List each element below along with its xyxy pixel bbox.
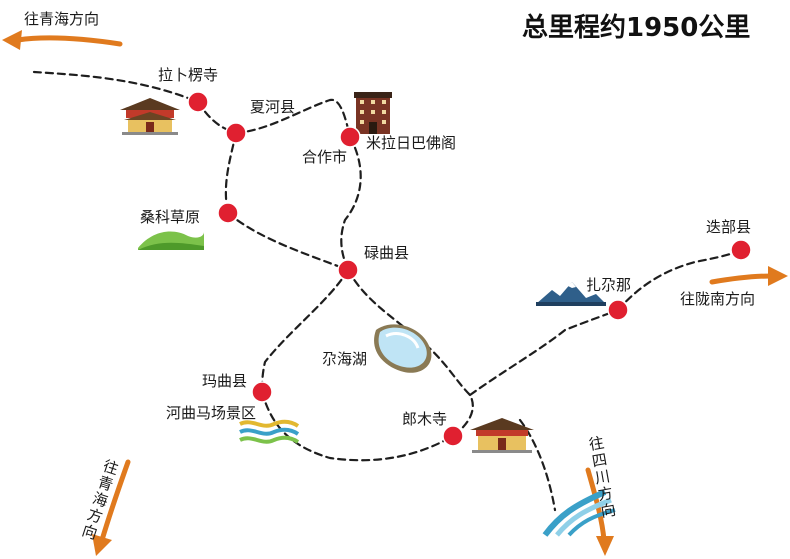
label-sangke: 桑科草原 (140, 208, 200, 226)
route-xiahe-sangke (224, 131, 238, 215)
label-milarepa: 米拉日巴佛阁 (366, 134, 456, 152)
arrowhead-qinghai-bottom (92, 534, 112, 556)
sichuan-char-4: 方 (596, 484, 614, 504)
label-labuleng: 拉卜楞寺 (158, 66, 218, 84)
map-title: 总里程约1950公里 (522, 12, 750, 43)
arrow-qinghai-top (15, 35, 123, 47)
label-qinghai-top: 往青海方向 (24, 10, 99, 28)
route-qinghai-labuleng (32, 70, 200, 104)
node-milarepa (339, 126, 361, 148)
qinghai-char-1: 往 (101, 457, 121, 479)
label-maqu: 玛曲县 (202, 372, 247, 390)
label-luqu: 碌曲县 (364, 244, 409, 262)
qinghai-char-4: 方 (85, 505, 105, 527)
route-nodes (187, 91, 752, 447)
sichuan-char-2: 四 (591, 450, 609, 470)
route-maqu-langmu (260, 390, 455, 462)
node-luqu (337, 259, 359, 281)
label-zhaerna: 扎尕那 (586, 276, 631, 294)
route-luqu-langmu (346, 268, 474, 438)
tower-icon (354, 92, 392, 134)
node-diebu (730, 239, 752, 261)
sichuan-char-5: 向 (599, 501, 617, 521)
label-diebu: 迭部县 (706, 218, 751, 236)
node-xiahe (225, 122, 247, 144)
qinghai-char-5: 向 (80, 521, 100, 543)
direction-arrows (2, 30, 788, 556)
label-hezuo: 合作市 (302, 148, 347, 166)
label-sichuan: 往 四 川 方 向 (588, 434, 618, 521)
route-milarepa-luqu (340, 135, 362, 272)
direction-labels: 往青海方向 往陇南方向 往 青 海 方 向 往 四 川 方 向 (24, 10, 755, 543)
label-langmu: 郎木寺 (402, 410, 447, 428)
qinghai-char-2: 青 (96, 473, 116, 495)
route-sangke-luqu (226, 211, 350, 272)
arrowhead-sichuan (596, 536, 614, 556)
place-labels: 拉卜楞寺 夏河县 合作市 米拉日巴佛阁 桑科草原 碌曲县 尕海湖 玛曲县 河曲马… (140, 66, 751, 428)
sichuan-char-3: 川 (593, 467, 611, 487)
qinghai-char-3: 海 (90, 489, 110, 511)
route-langmu-sichuan (518, 418, 557, 512)
label-qinghai-bottom: 往 青 海 方 向 (80, 457, 121, 543)
lake-icon (374, 324, 432, 373)
route-xiahe-milarepa (234, 98, 352, 139)
label-gahai: 尕海湖 (322, 350, 367, 368)
arrow-longnan (709, 273, 775, 285)
river-icon (239, 419, 300, 444)
route-langmu-zhaerna (468, 308, 620, 397)
temple-icon (470, 418, 534, 453)
mountain-icon (536, 282, 606, 306)
label-xiahe: 夏河县 (250, 98, 295, 116)
node-zhaerna (607, 299, 629, 321)
route-zhaerna-diebu (616, 248, 743, 312)
route-luqu-maqu (260, 268, 350, 394)
node-maqu (251, 381, 273, 403)
label-longnan: 往陇南方向 (680, 290, 755, 308)
sichuan-char-1: 往 (588, 434, 606, 454)
grassland-icon (138, 231, 204, 250)
arrow-qinghai-bottom (99, 459, 131, 543)
node-langmu (442, 425, 464, 447)
temple-icon (120, 98, 180, 135)
arrowhead-longnan (768, 266, 788, 286)
stream-icon (542, 489, 616, 537)
arrowhead-qinghai-top (2, 30, 22, 50)
node-sangke (217, 202, 239, 224)
label-maqu-horse: 河曲马场景区 (166, 404, 256, 422)
node-labuleng (187, 91, 209, 113)
